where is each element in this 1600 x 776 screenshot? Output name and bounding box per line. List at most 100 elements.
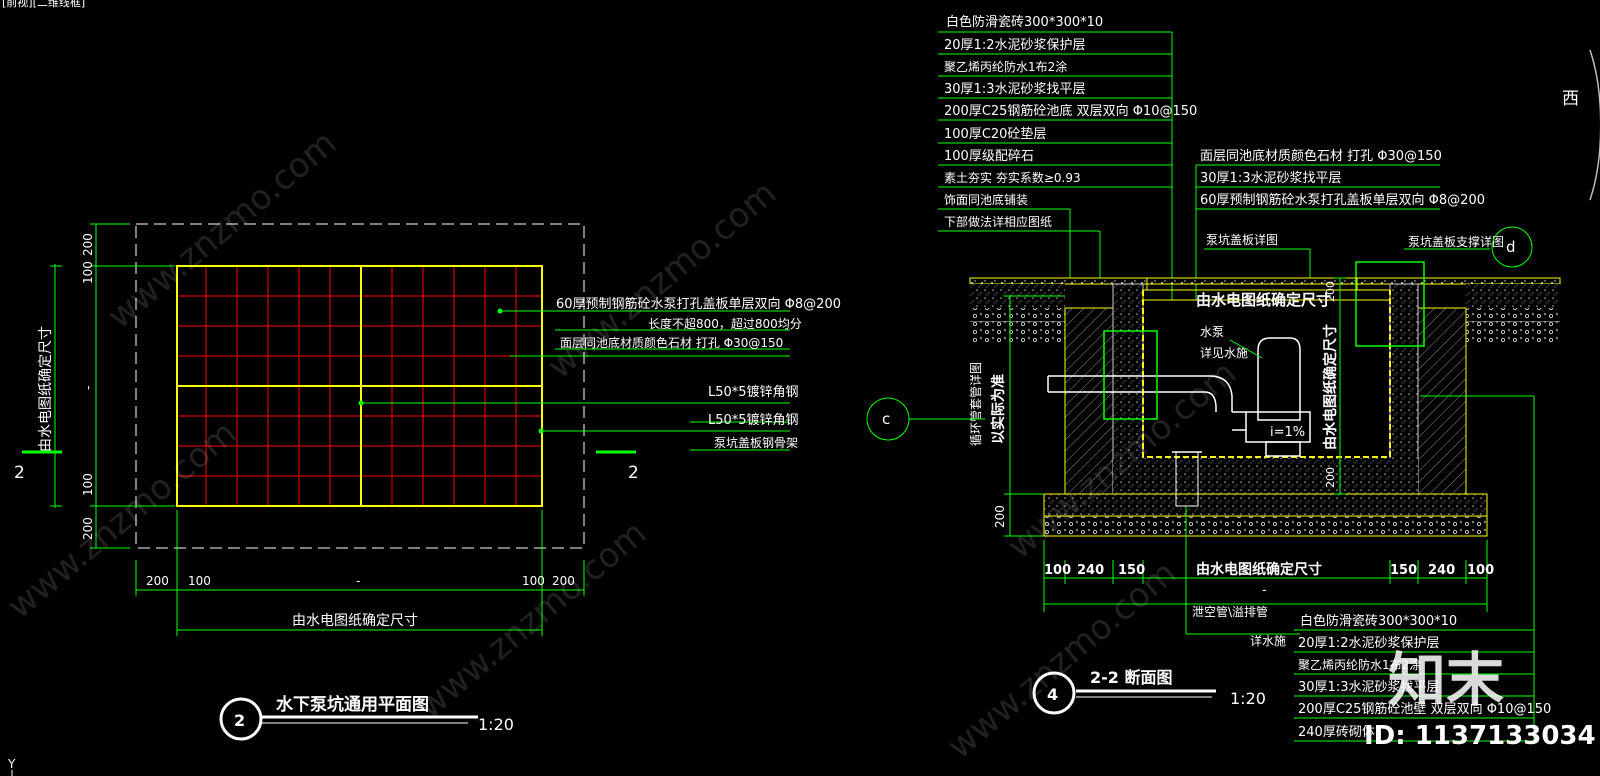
section-dim-bottom-dash: - bbox=[1262, 583, 1267, 598]
brick-wall-left bbox=[1064, 307, 1114, 495]
section-title: 2-2 断面图 bbox=[1090, 668, 1172, 687]
section-right-vertical-label: 由水电图纸确定尺寸 bbox=[1322, 324, 1339, 450]
circulation-pipe-bottom bbox=[1048, 391, 1217, 412]
section-layer-top-5: 100厚C20砼垫层 bbox=[944, 126, 1046, 142]
watermark-site-5: www.znzmo.com bbox=[940, 553, 1184, 767]
section-layer-bottom-1: 20厚1:2水泥砂浆保护层 bbox=[1298, 636, 1439, 651]
watermark-id: ID: 1137133034 bbox=[1364, 721, 1596, 751]
section-cover-layer-2: 60厚预制钢筋砼水泵打孔盖板单层双向 Φ8@200 bbox=[1200, 192, 1485, 208]
drain-ref-label: 详水施 bbox=[1250, 633, 1286, 648]
section-layer-stack-bottom: 白色防滑瓷砖300*300*10 20厚1:2水泥砂浆保护层 聚乙烯丙纶防水1布… bbox=[1294, 588, 1551, 742]
compass-label: 西 bbox=[1562, 89, 1579, 109]
compass-arc bbox=[1589, 49, 1600, 201]
section-cover-support-label: 泵坑盖板支撑详图 bbox=[1408, 234, 1504, 249]
detail-d-circle bbox=[1491, 226, 1533, 268]
ground-gravel-left bbox=[970, 308, 1065, 322]
section-dim-bottom-0: 100 bbox=[1044, 563, 1071, 578]
section-dim-bottom-3: 由水电图纸确定尺寸 bbox=[1196, 561, 1322, 578]
section-layer-top-2: 聚乙烯丙纶防水1布2涂 bbox=[944, 59, 1067, 74]
section-cover-layer-0: 面层同池底材质颜色石材 打孔 Φ30@150 bbox=[1200, 148, 1442, 164]
section-dim-right-top: 200 bbox=[1324, 281, 1337, 302]
section-title-num: 4 bbox=[1047, 685, 1058, 704]
section-dim-bottom-4: 150 bbox=[1390, 563, 1417, 578]
section-dim-right bbox=[1334, 277, 1535, 588]
base-gravel bbox=[1043, 515, 1488, 537]
pump-leader bbox=[1229, 339, 1263, 359]
plan-callout-5: 泵坑盖板钢骨架 bbox=[714, 435, 798, 450]
section-layer-bottom-2: 聚乙烯丙纶防水1布2涂 bbox=[1298, 657, 1421, 672]
plan-callout-dot-0 bbox=[497, 308, 503, 314]
section-cover-detail-label: 泵坑盖板详图 bbox=[1206, 232, 1278, 247]
plan-view: 2 由水电图纸确定尺寸 200 100 - 100 200 200 100 - … bbox=[14, 223, 841, 741]
viewport-label[interactable]: [前视][二维线框] bbox=[2, 0, 85, 9]
section-layer-bottom-4: 200厚C25钢筋砼池壁 双层双向 Φ10@150 bbox=[1298, 701, 1551, 717]
section-layer-top-7: 素土夯实 夯实系数≥0.93 bbox=[944, 170, 1081, 185]
plan-scale: 1:20 bbox=[478, 715, 514, 734]
section-dim-200-left: 200 bbox=[993, 505, 1007, 528]
plan-callout-3: L50*5镀锌角钢 bbox=[708, 384, 799, 400]
pit-floor bbox=[1113, 458, 1418, 494]
plan-dim-left-1: 100 bbox=[81, 261, 95, 284]
plan-callout-dot-2 bbox=[538, 428, 544, 434]
axis-y-label: Y bbox=[7, 757, 16, 771]
plan-dim-bottom-1: 100 bbox=[188, 574, 211, 588]
watermark-logo: 知末 bbox=[1388, 646, 1504, 714]
plan-dim-left-4: 200 bbox=[81, 517, 95, 540]
section-title-circle bbox=[1032, 671, 1076, 715]
pit-lining bbox=[1142, 290, 1391, 458]
section-layer-bottom-0: 白色防滑瓷砖300*300*10 bbox=[1300, 613, 1457, 629]
section-dim-bottom-1: 240 bbox=[1077, 563, 1104, 578]
section-scale: 1:20 bbox=[1230, 689, 1266, 708]
section-layer-top-4: 200厚C25钢筋砼池底 双层双向 Φ10@150 bbox=[944, 103, 1197, 119]
plan-dim-bottom bbox=[135, 510, 585, 636]
plan-left-vertical-label: 由水电图纸确定尺寸 bbox=[38, 326, 54, 452]
watermark-site-1: www.znzmo.com bbox=[540, 173, 784, 387]
section-top-dim-label: 由水电图纸确定尺寸 bbox=[1196, 291, 1331, 309]
plan-callout-leaders bbox=[361, 310, 790, 451]
plan-callout-dot-1 bbox=[358, 400, 364, 406]
section-actual-label: 以实际为准 bbox=[990, 374, 1007, 444]
plan-callout-0: 60厚预制钢筋砼水泵打孔盖板单层双向 Φ8@200 bbox=[556, 296, 841, 312]
section-layer-top-0: 白色防滑瓷砖300*300*10 bbox=[946, 14, 1103, 30]
section-dim-bottom-5: 240 bbox=[1428, 563, 1455, 578]
section-layer-stack-top: 白色防滑瓷砖300*300*10 20厚1:2水泥砂浆保护层 聚乙烯丙纶防水1布… bbox=[938, 14, 1197, 300]
pump-label: 水泵 bbox=[1200, 325, 1224, 339]
plan-bottom-label: 由水电图纸确定尺寸 bbox=[292, 613, 418, 629]
section-dim-right-bottom: 200 bbox=[1324, 467, 1337, 488]
plan-dim-bottom-4: 200 bbox=[552, 574, 575, 588]
section-view: 白色防滑瓷砖300*300*10 20厚1:2水泥砂浆保护层 聚乙烯丙纶防水1布… bbox=[866, 14, 1561, 742]
watermark-site-3: www.znzmo.com bbox=[410, 513, 654, 727]
watermark-site-2: www.znzmo.com bbox=[0, 413, 244, 627]
plan-dim-left bbox=[50, 223, 175, 549]
plan-dim-left-2: - bbox=[81, 386, 95, 390]
detail-box-c bbox=[1103, 330, 1158, 420]
circulation-pipe-top bbox=[1048, 375, 1233, 412]
pump bbox=[1232, 337, 1311, 457]
cover-plate-outline bbox=[1146, 277, 1358, 291]
section-layer-bottom-3: 30厚1:3水泥砂浆找平层 bbox=[1298, 680, 1439, 695]
slope-label: i=1% bbox=[1270, 425, 1305, 440]
ground-slab-right bbox=[1466, 284, 1560, 308]
section-layer-top-8: 饰面同池底铺装 bbox=[944, 192, 1028, 207]
detail-d-label: d bbox=[1506, 238, 1516, 256]
plan-dim-bottom-0: 200 bbox=[146, 574, 169, 588]
section-mark-left: 2 bbox=[14, 463, 25, 483]
detail-box-d bbox=[1355, 261, 1425, 347]
section-cover-stack: 面层同池底材质颜色石材 打孔 Φ30@150 30厚1:3水泥砂浆找平层 60厚… bbox=[1195, 148, 1533, 300]
section-cover-layer-1: 30厚1:3水泥砂浆找平层 bbox=[1200, 171, 1341, 186]
plan-dim-left-3: 100 bbox=[81, 473, 95, 496]
section-layer-top-6: 100厚级配碎石 bbox=[944, 149, 1034, 164]
watermark-site-0: www.znzmo.com bbox=[100, 123, 344, 337]
plan-dim-bottom-2: - bbox=[356, 574, 360, 588]
section-dim-left bbox=[1004, 295, 1065, 537]
plan-dim-bottom-3: 100 bbox=[522, 574, 545, 588]
plan-dim-left-0: 200 bbox=[81, 233, 95, 256]
plan-callout-1: 长度不超800，超过800均分 bbox=[648, 316, 802, 331]
circ-pipe-label: 循环管套管详图 bbox=[968, 362, 983, 446]
brick-wall-right bbox=[1417, 307, 1467, 495]
plan-callout-2: 面层同池底材质颜色石材 打孔 Φ30@150 bbox=[560, 335, 783, 350]
detail-c-label: c bbox=[882, 410, 890, 428]
section-layer-top-3: 30厚1:3水泥砂浆找平层 bbox=[944, 82, 1085, 97]
pump-ref-label: 详见水施 bbox=[1200, 345, 1248, 360]
